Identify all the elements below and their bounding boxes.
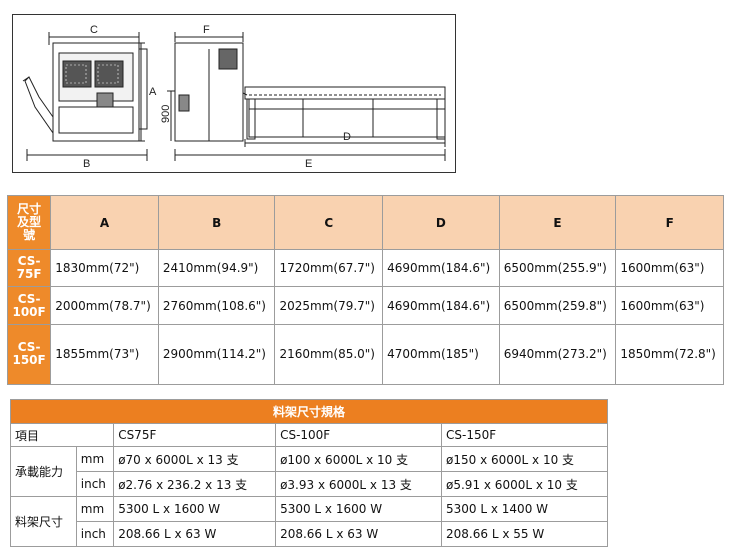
table-row: 承載能力 mm ø70 x 6000L x 13 支 ø100 x 6000L … [11, 447, 607, 496]
table-cell: ø150 x 6000L x 10 支 [442, 447, 607, 471]
unit-inch: inch [76, 522, 114, 546]
column-header-c: C [275, 196, 383, 250]
table-cell: 2760mm(108.6") [158, 287, 275, 324]
table-cell: 5300 L x 1400 W [442, 497, 607, 521]
machine-dimension-drawing: C A B F D E 900 [12, 14, 456, 173]
dim-label-900: 900 [160, 105, 172, 123]
dim-label-d: D [343, 131, 351, 143]
dim-label-a: A [149, 86, 157, 98]
model-header-cs100f: CS-100F [276, 424, 442, 446]
model-label-cs150f: CS- 150F [8, 324, 51, 384]
model-label-cs75f: CS- 75F [8, 250, 51, 287]
table-cell: 1600mm(63") [616, 250, 723, 287]
table-cell: 208.66 L x 63 W [114, 522, 276, 546]
table-row: CS- 75F 1830mm(72") 2410mm(94.9") 1720mm… [8, 250, 723, 287]
table-cell: 6940mm(273.2") [499, 324, 616, 384]
capacity-label: 承載能力 [11, 447, 76, 496]
machine-drawing-svg: C A B F D E 900 [22, 24, 446, 170]
column-header-b: B [158, 196, 275, 250]
model-header-cs150f: CS-150F [442, 424, 607, 446]
model-label-cs100f: CS- 100F [8, 287, 51, 324]
dim-label-c: C [90, 24, 98, 36]
dim-label-b: B [83, 158, 90, 170]
table-row: CS- 100F 2000mm(78.7") 2760mm(108.6") 20… [8, 287, 723, 324]
unit-mm: mm [76, 497, 114, 521]
dim-label-f: F [203, 24, 210, 36]
table-cell: 1600mm(63") [616, 287, 723, 324]
table-row: inch 208.66 L x 63 W 208.66 L x 63 W 208… [11, 522, 607, 546]
table-cell: ø5.91 x 6000L x 10 支 [442, 472, 607, 496]
table-cell: 2025mm(79.7") [275, 287, 383, 324]
dim-label-e: E [305, 158, 312, 170]
table-row: CS- 150F 1855mm(73") 2900mm(114.2") 2160… [8, 324, 723, 384]
item-label: 項目 [11, 424, 114, 446]
rack-table-title: 料架尺寸規格 [11, 400, 607, 423]
table-cell: 5300 L x 1600 W [276, 497, 442, 521]
column-header-e: E [499, 196, 616, 250]
table-cell: ø100 x 6000L x 10 支 [276, 447, 442, 471]
dimension-table: 尺寸 及型 號 A B C D E F CS- 75F 1830mm(72") … [7, 195, 724, 385]
table-cell: ø2.76 x 236.2 x 13 支 [114, 472, 276, 496]
table-cell: ø70 x 6000L x 13 支 [114, 447, 276, 471]
table-cell: 1850mm(72.8") [616, 324, 723, 384]
table-cell: 2000mm(78.7") [51, 287, 158, 324]
table-cell: 4700mm(185") [383, 324, 499, 384]
table-cell: 208.66 L x 63 W [276, 522, 442, 546]
table-cell: 1830mm(72") [51, 250, 158, 287]
rack-spec-table: 料架尺寸規格 項目 CS75F CS-100F CS-150F 承載能力 mm … [10, 399, 608, 547]
column-header-a: A [51, 196, 158, 250]
table-cell: 4690mm(184.6") [383, 287, 499, 324]
dimension-header-row: 尺寸 及型 號 A B C D E F [8, 196, 723, 250]
table-cell: 2160mm(85.0") [275, 324, 383, 384]
dimension-corner-header: 尺寸 及型 號 [8, 196, 51, 250]
model-header-cs75f: CS75F [114, 424, 276, 446]
table-cell: 6500mm(259.8") [499, 287, 616, 324]
table-cell: 1855mm(73") [51, 324, 158, 384]
table-row: inch ø2.76 x 236.2 x 13 支 ø3.93 x 6000L … [11, 472, 607, 496]
table-row: 項目 CS75F CS-100F CS-150F [11, 424, 607, 446]
table-cell: 4690mm(184.6") [383, 250, 499, 287]
unit-mm: mm [76, 447, 114, 471]
table-cell: 2410mm(94.9") [158, 250, 275, 287]
column-header-f: F [616, 196, 723, 250]
table-cell: 5300 L x 1600 W [114, 497, 276, 521]
table-row: 料架尺寸 mm 5300 L x 1600 W 5300 L x 1600 W … [11, 497, 607, 546]
rack-size-label: 料架尺寸 [11, 497, 76, 546]
unit-inch: inch [76, 472, 114, 496]
table-cell: 1720mm(67.7") [275, 250, 383, 287]
table-cell: ø3.93 x 6000L x 13 支 [276, 472, 442, 496]
column-header-d: D [383, 196, 499, 250]
table-cell: 208.66 L x 55 W [442, 522, 607, 546]
table-cell: 6500mm(255.9") [499, 250, 616, 287]
table-cell: 2900mm(114.2") [158, 324, 275, 384]
